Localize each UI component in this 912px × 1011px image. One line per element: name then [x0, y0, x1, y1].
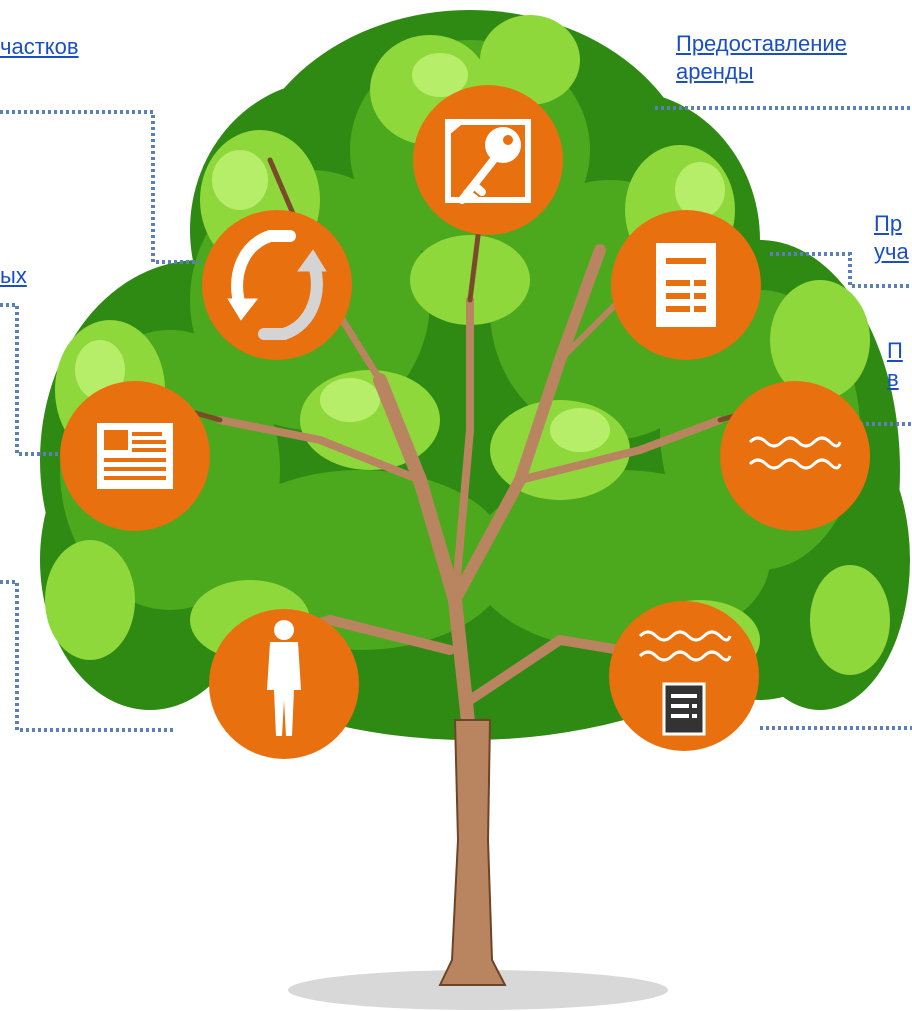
icon-cycle[interactable]	[202, 210, 352, 360]
person-icon	[267, 620, 301, 736]
water-waves-icon	[748, 436, 842, 470]
link-top-left-line-1: частков	[0, 34, 79, 59]
link-top-left[interactable]: частков	[0, 33, 79, 61]
connector-lines	[0, 106, 912, 732]
link-left-mid-line-1: ых	[0, 263, 27, 288]
icon-water[interactable]	[720, 381, 870, 531]
newspaper-icon	[97, 423, 173, 489]
link-right-mid[interactable]: П в	[887, 337, 903, 393]
icon-water-doc[interactable]	[609, 601, 759, 751]
link-right-mid-line-1: П	[887, 338, 903, 363]
key-icon	[445, 119, 531, 204]
tree-trunk	[438, 719, 507, 986]
cycle-arrows-icon	[227, 230, 327, 340]
icon-person[interactable]	[209, 609, 359, 759]
document-list-icon	[656, 243, 716, 327]
link-top-right-line-2: аренды	[676, 59, 754, 84]
link-right-mid-line-2: в	[887, 366, 899, 391]
link-top-right-line-1: Предоставление	[676, 31, 847, 56]
icon-document[interactable]	[611, 210, 761, 360]
link-right-upper-line-1: Пр	[874, 211, 903, 236]
link-left-mid[interactable]: ых	[0, 262, 27, 290]
icon-key[interactable]	[413, 85, 563, 235]
link-top-right[interactable]: Предоставление аренды	[676, 30, 847, 86]
icon-news[interactable]	[60, 381, 210, 531]
ground-shadow	[288, 970, 668, 1010]
water-document-icon	[638, 630, 732, 736]
link-right-upper[interactable]: Пр уча	[874, 210, 909, 266]
link-right-upper-line-2: уча	[874, 239, 909, 264]
